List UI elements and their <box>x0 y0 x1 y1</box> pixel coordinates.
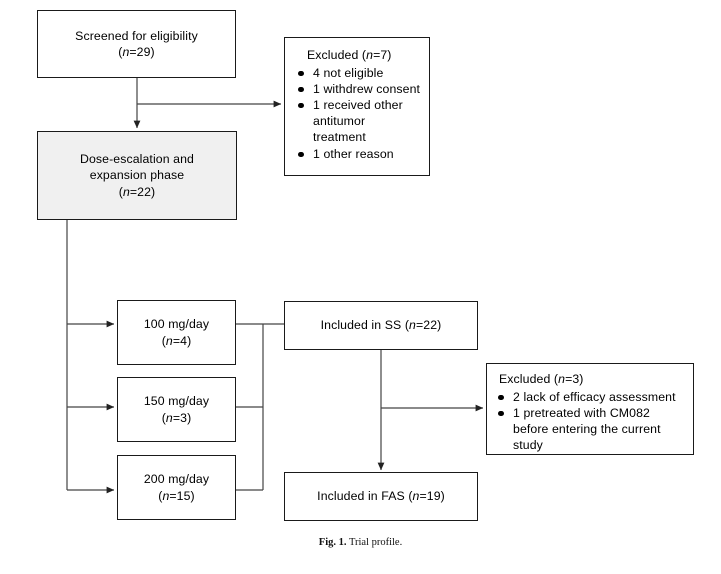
figure-number: Fig. 1. <box>318 537 347 548</box>
phase-line-1: Dose-escalation and <box>79 151 194 166</box>
list-item-text: 1 withdrew consent <box>313 81 421 96</box>
node-included-in-ss: Included in SS (n=22) <box>284 301 478 350</box>
bullet-icon <box>498 410 504 417</box>
node-excluded-screening: Excluded (n=7) 4 not eligible 1 withdrew… <box>284 37 430 176</box>
excluded-analysis-list: 2 lack of efficacy assessment 1 pretreat… <box>497 389 676 454</box>
node-screened-for-eligibility: Screened for eligibility (n=29) <box>37 10 236 78</box>
phase-count: (n=22) <box>118 184 156 199</box>
bullet-icon <box>498 394 504 400</box>
excluded-screening-heading: Excluded (n=7) <box>307 48 392 62</box>
dose-200-count: (n=15) <box>158 488 195 503</box>
excluded-analysis-heading: Excluded (n=3) <box>499 372 584 386</box>
list-item-text: 2 lack of efficacy assessment <box>513 389 676 404</box>
screened-line-1: Screened for eligibility <box>75 28 198 43</box>
excluded-screening-list: 4 not eligible 1 withdrew consent 1 rece… <box>297 65 421 162</box>
screened-count: (n=29) <box>118 45 155 59</box>
list-item-text: 4 not eligible <box>313 65 384 80</box>
dose-100-count: (n=4) <box>161 333 192 348</box>
list-item: 4 not eligible <box>297 65 421 81</box>
node-dose-150-mg-day: 150 mg/day (n=3) <box>117 377 236 442</box>
bullet-icon <box>298 86 304 93</box>
list-item-text-cont2: study <box>513 438 543 453</box>
list-item: 1 withdrew consent <box>297 81 421 97</box>
list-item: 2 lack of efficacy assessment <box>497 389 676 405</box>
list-item-text: 1 received other <box>313 97 403 112</box>
list-item-text: 1 pretreated with CM082 <box>513 405 650 420</box>
list-item: 1 received other antitumor treatment <box>297 97 421 146</box>
node-dose-200-mg-day: 200 mg/day (n=15) <box>117 455 236 520</box>
node-dose-escalation-expansion-phase: Dose-escalation and expansion phase (n=2… <box>37 131 237 220</box>
node-included-in-fas: Included in FAS (n=19) <box>284 472 478 521</box>
included-ss-text: Included in SS (n=22) <box>320 318 442 333</box>
node-excluded-analysis: Excluded (n=3) 2 lack of efficacy assess… <box>486 363 694 455</box>
list-item-text-cont: before entering the current <box>513 421 661 436</box>
list-item-text: 1 other reason <box>313 146 394 161</box>
included-fas-text: Included in FAS (n=19) <box>317 489 445 504</box>
list-item: 1 other reason <box>297 146 421 162</box>
phase-line-2: expansion phase <box>89 168 185 183</box>
dose-150-count: (n=3) <box>161 410 192 425</box>
dose-150-label: 150 mg/day <box>143 394 210 408</box>
list-item-text-cont: antitumor treatment <box>313 114 366 145</box>
node-dose-100-mg-day: 100 mg/day (n=4) <box>117 300 236 365</box>
figure-caption: Fig. 1. Trial profile. <box>0 537 721 548</box>
bullet-icon <box>298 102 304 109</box>
dose-100-label: 100 mg/day <box>143 317 210 331</box>
bullet-icon <box>298 70 304 76</box>
bullet-icon <box>298 151 304 158</box>
figure-caption-text: Trial profile. <box>348 537 403 548</box>
dose-200-label: 200 mg/day <box>143 472 210 486</box>
